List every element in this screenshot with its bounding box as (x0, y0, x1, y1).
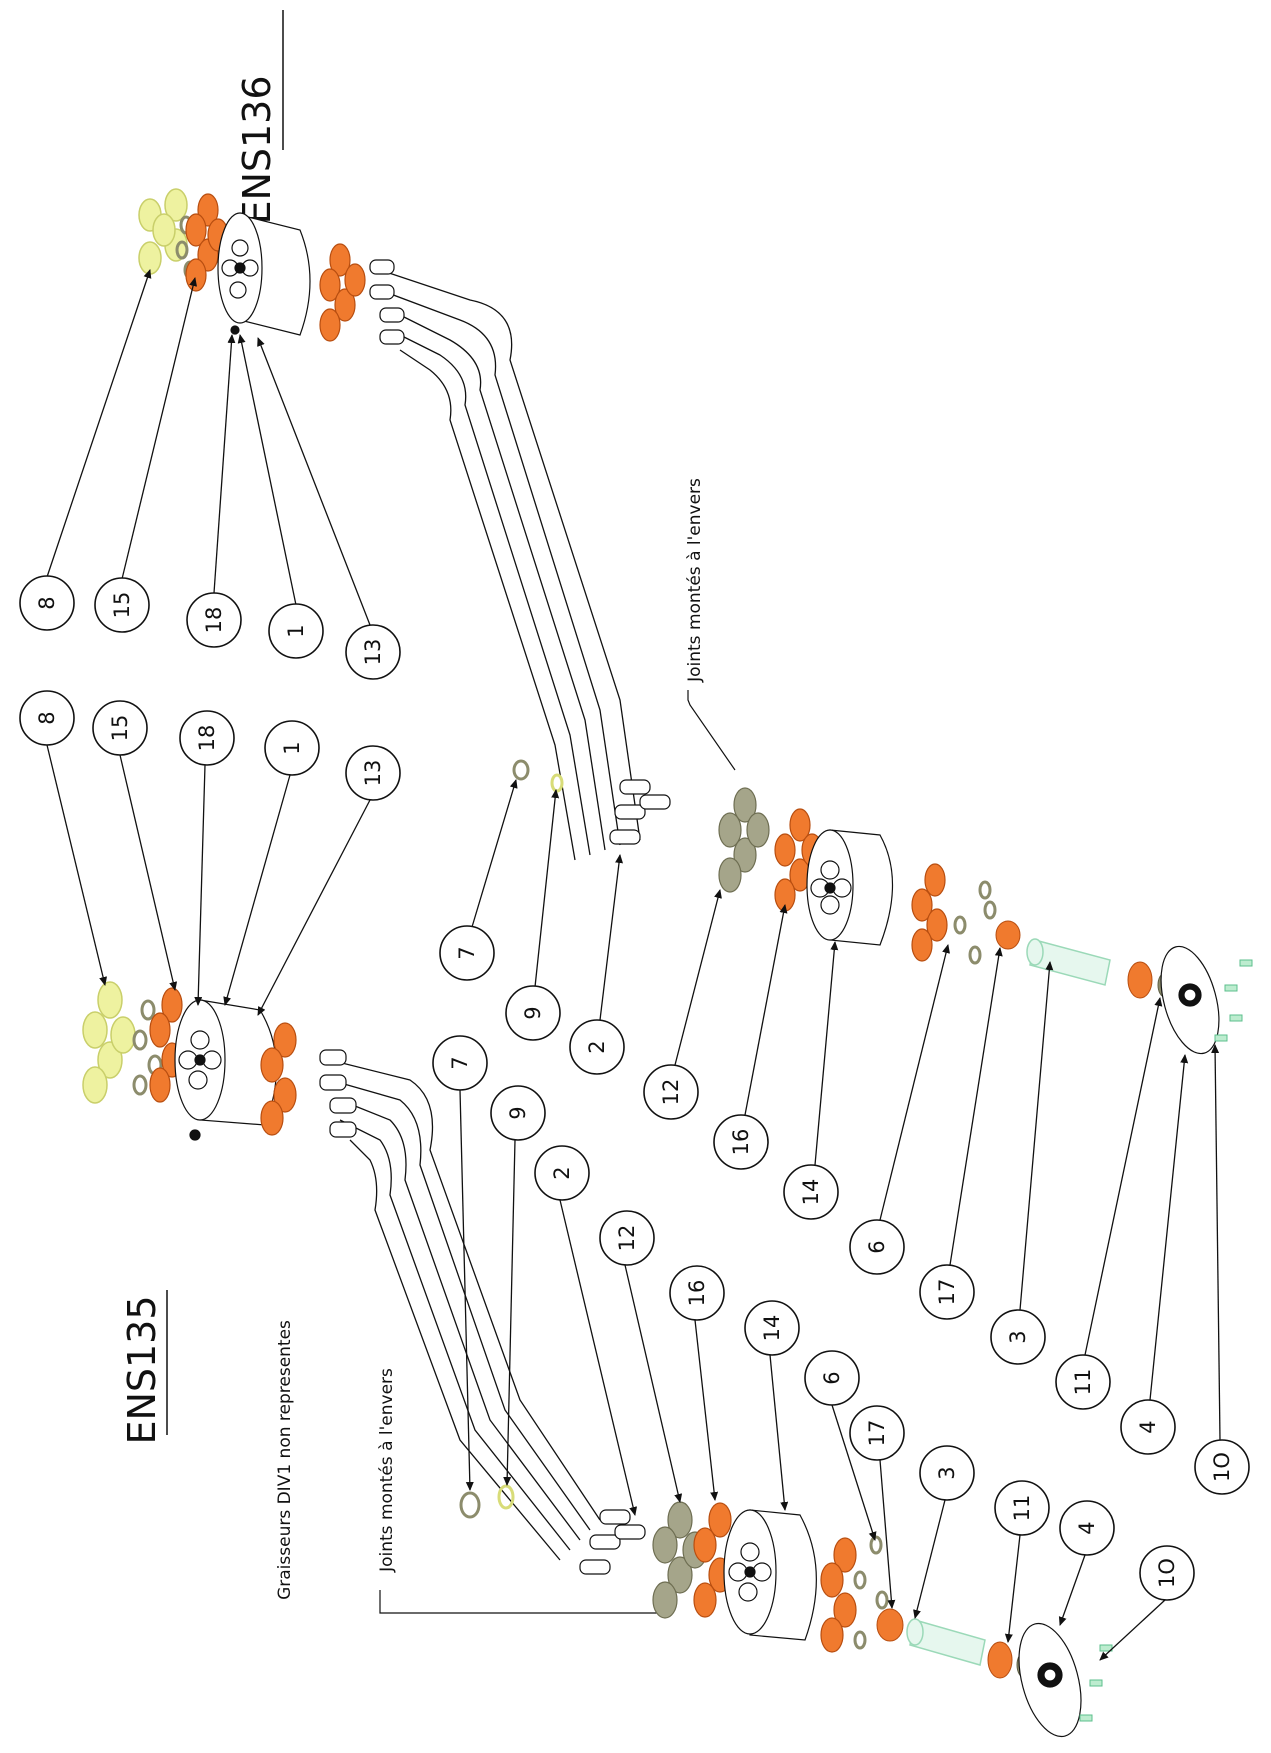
note-joints-right: Joints montés à l'envers (685, 478, 705, 683)
svg-text:1: 1 (280, 741, 304, 754)
svg-text:7: 7 (455, 946, 479, 959)
svg-text:6: 6 (865, 1240, 889, 1253)
callout-8: 8 (19, 690, 75, 746)
svg-text:9: 9 (506, 1106, 530, 1119)
svg-text:9: 9 (521, 1006, 545, 1019)
svg-text:1O: 1O (1155, 1558, 1179, 1588)
svg-text:14: 14 (799, 1179, 823, 1206)
callouts-ens135: 8 15 18 1 13 7 9 2 12 16 14 6 17 3 11 4 … (19, 690, 1195, 1601)
callout-15: 15 (92, 700, 148, 756)
note-graisseurs: Graisseurs DIV1 non representes (275, 1320, 295, 1600)
svg-text:4: 4 (1136, 1420, 1160, 1433)
svg-text:2: 2 (550, 1166, 574, 1179)
callout-16: 16 (669, 1265, 725, 1321)
svg-text:15: 15 (110, 592, 134, 619)
svg-text:17: 17 (935, 1279, 959, 1306)
callout-6: 6 (804, 1350, 860, 1406)
callout-18: 18 (186, 592, 242, 648)
callout-10: 1O (1139, 1545, 1195, 1601)
yellow-seals-8 (138, 188, 188, 275)
callout-6: 6 (849, 1219, 905, 1275)
svg-text:13: 13 (361, 639, 385, 666)
svg-text:1: 1 (284, 624, 308, 637)
callout-12: 12 (599, 1210, 655, 1266)
callout-17: 17 (849, 1405, 905, 1461)
svg-text:7: 7 (448, 1056, 472, 1069)
svg-text:1O: 1O (1210, 1452, 1234, 1482)
svg-text:18: 18 (195, 725, 219, 752)
svg-text:4: 4 (1075, 1521, 1099, 1534)
callout-13: 13 (345, 745, 401, 801)
callout-1: 1 (264, 720, 320, 776)
callout-9: 9 (505, 985, 561, 1041)
callout-15: 15 (94, 577, 150, 633)
svg-text:14: 14 (760, 1315, 784, 1342)
svg-text:8: 8 (35, 596, 59, 609)
callout-11: 11 (994, 1480, 1050, 1536)
ens136-assembly (138, 188, 1253, 1055)
svg-text:16: 16 (685, 1280, 709, 1307)
callout-4: 4 (1059, 1500, 1115, 1556)
callout-1: 1 (268, 603, 324, 659)
callout-14: 14 (783, 1164, 839, 1220)
svg-text:16: 16 (729, 1129, 753, 1156)
svg-text:3: 3 (1006, 1330, 1030, 1343)
callout-12: 12 (643, 1064, 699, 1120)
svg-text:15: 15 (108, 715, 132, 742)
callout-2: 2 (569, 1019, 625, 1075)
callouts-ens136: 8 15 18 1 13 7 9 2 12 16 14 6 17 3 11 4 … (19, 575, 1250, 1495)
svg-text:6: 6 (820, 1371, 844, 1384)
callout-4: 4 (1120, 1399, 1176, 1455)
svg-text:12: 12 (615, 1225, 639, 1252)
callout-17: 17 (919, 1264, 975, 1320)
callout-7: 7 (432, 1035, 488, 1091)
svg-text:3: 3 (935, 1466, 959, 1479)
leaders-ens136 (46, 269, 1221, 1441)
callout-8: 8 (19, 575, 75, 631)
callout-18: 18 (179, 710, 235, 766)
svg-text:17: 17 (865, 1420, 889, 1447)
callout-3: 3 (919, 1445, 975, 1501)
leaders-ens135 (46, 744, 1166, 1661)
svg-text:12: 12 (659, 1079, 683, 1106)
callout-3: 3 (990, 1309, 1046, 1365)
svg-text:18: 18 (202, 607, 226, 634)
title-ens135: ENS135 (120, 1295, 164, 1444)
callout-16: 16 (713, 1114, 769, 1170)
svg-text:8: 8 (35, 711, 59, 724)
callout-11: 11 (1055, 1354, 1111, 1410)
callout-13: 13 (345, 624, 401, 680)
note-joints-left: Joints montés à l'envers (377, 1368, 397, 1573)
ens135-assembly (82, 981, 1113, 1738)
callout-2: 2 (534, 1145, 590, 1201)
callout-7: 7 (439, 925, 495, 981)
svg-text:13: 13 (361, 760, 385, 787)
svg-text:11: 11 (1071, 1369, 1095, 1396)
svg-text:11: 11 (1010, 1495, 1034, 1522)
svg-text:2: 2 (585, 1040, 609, 1053)
callout-14: 14 (744, 1300, 800, 1356)
callout-9: 9 (490, 1085, 546, 1141)
title-ens136: ENS136 (235, 75, 279, 224)
callout-10: 1O (1194, 1439, 1250, 1495)
